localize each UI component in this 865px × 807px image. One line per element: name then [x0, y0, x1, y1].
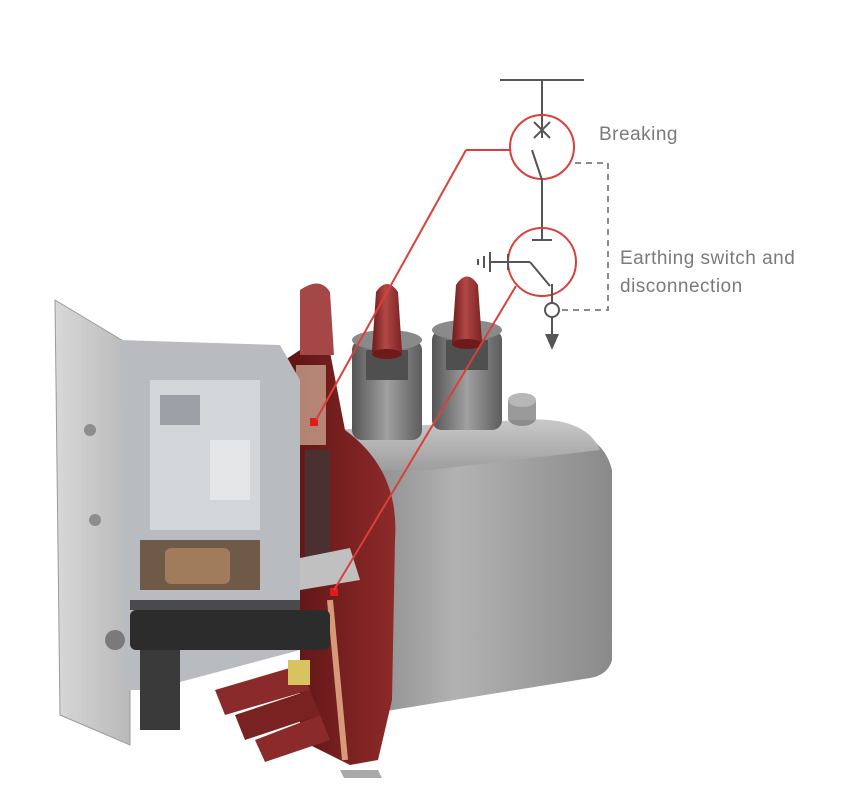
callout-lines [315, 149, 517, 591]
cutaway-section [285, 283, 396, 765]
earthing-label-line2: disconnection [620, 276, 743, 297]
single-line-diagram [477, 79, 609, 350]
bushing-middle [352, 284, 422, 440]
cable-bushings-lower [215, 660, 382, 778]
earthing-contact-marker [330, 588, 338, 596]
arrow-down-icon [545, 334, 559, 350]
earthing-switch-label: Earthing switch and disconnection [620, 245, 795, 301]
breaking-contact-marker [310, 418, 318, 426]
interlock-dashed-line [560, 162, 609, 311]
operating-mechanism [54, 299, 330, 746]
circuit-breaker-symbol [509, 114, 575, 240]
breaking-label: Breaking [599, 124, 678, 145]
ground-symbol [477, 252, 500, 272]
earthing-label-line1: Earthing switch and [620, 248, 796, 269]
earthing-switch-symbol [477, 227, 577, 334]
